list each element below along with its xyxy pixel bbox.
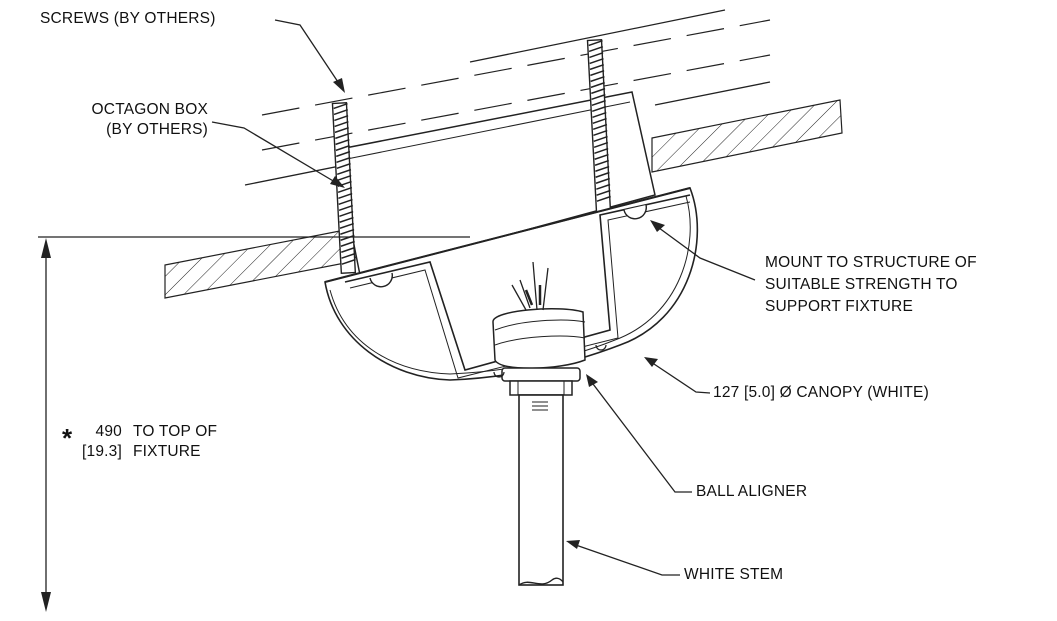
dimension-note: TO TOP OF FIXTURE (133, 423, 218, 460)
leader-octagon-box (211, 121, 341, 186)
leader-canopy (647, 359, 711, 394)
leader-octagon-box-arrowhead (330, 176, 345, 188)
leader-mount (654, 224, 756, 281)
label-mount-to-structure: MOUNT TO STRUCTURE OF SUITABLE STRENGTH … (765, 254, 977, 315)
leader-ball-aligner-arrowhead (586, 374, 598, 387)
label-ball-aligner: BALL ALIGNER (696, 483, 808, 500)
label-octagon-box: OCTAGON BOX (BY OTHERS) (91, 101, 208, 138)
leader-ball-aligner (589, 379, 692, 493)
octagon-box-edge (341, 101, 631, 161)
label-screws: SCREWS (BY OTHERS) (40, 10, 216, 27)
dimension-value: 490 [19.3] (82, 423, 122, 460)
screw-head-right (623, 204, 647, 220)
structure-line-right (654, 81, 771, 106)
structure-line-top (469, 9, 726, 63)
ceiling-right-hatch (651, 99, 843, 173)
ceiling-left-hatch (164, 229, 351, 299)
screw-head-left (369, 272, 393, 288)
label-white-stem: WHITE STEM (684, 566, 784, 583)
leader-canopy-arrowhead (644, 357, 658, 367)
leader-screws-arrowhead (333, 78, 345, 93)
dimension-arrow-bottom (41, 592, 51, 612)
dimension-asterisk: * (62, 423, 73, 453)
label-canopy: 127 [5.0] Ø CANOPY (WHITE) (713, 384, 929, 401)
mounting-plate (324, 187, 691, 283)
leader-screws (274, 19, 343, 89)
white-stem (518, 394, 564, 586)
leader-white-stem-arrowhead (566, 540, 580, 549)
screw-left (331, 102, 357, 274)
ball-aligner (493, 344, 607, 396)
dimension-arrow-top (41, 238, 51, 258)
leader-mount-arrowhead (650, 220, 665, 232)
dashed-line-upper (261, 19, 771, 116)
leader-white-stem (569, 542, 680, 576)
wire-connector (492, 261, 586, 369)
